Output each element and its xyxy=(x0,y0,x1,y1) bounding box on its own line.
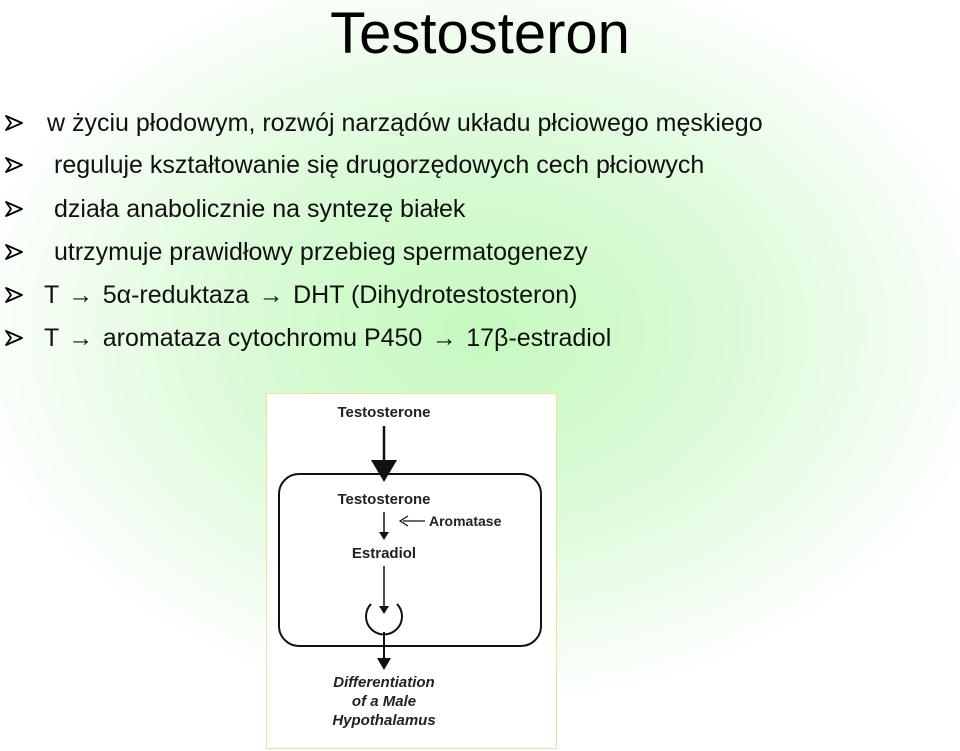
pathway-arrow-icon: → xyxy=(68,324,94,352)
receptor-arrow-head-icon xyxy=(379,606,389,614)
arrowhead-bullet-icon xyxy=(5,287,23,303)
bullet-item: w życiu płodowym, rozwój narządów układu… xyxy=(0,102,960,144)
bullet-text: reguluje kształtowanie się drugorzędowyc… xyxy=(54,151,705,179)
bullet-item: T → 5α-reduktaza → DHT (Dihydrotestoster… xyxy=(0,274,960,316)
bullet-text: w życiu płodowym, rozwój narządów układu… xyxy=(47,109,763,137)
pathway-enzyme: 5α-reduktaza xyxy=(102,281,250,309)
diagram-canvas: Testosterone Testosterone Aromatase Estr… xyxy=(278,404,542,729)
bullet-text: T → 5α-reduktaza → DHT (Dihydrotestoster… xyxy=(44,274,577,316)
diagram-enzyme-label: Aromatase xyxy=(429,513,502,529)
bullet-item: utrzymuje prawidłowy przebieg spermatoge… xyxy=(0,231,960,273)
pathway-substrate: T xyxy=(44,324,59,352)
bullet-item: reguluje kształtowanie się drugorzędowyc… xyxy=(0,144,960,186)
slide-title: Testosteron xyxy=(330,1,630,66)
exit-arrow-head-icon xyxy=(377,658,391,670)
arrowhead-bullet-icon xyxy=(5,201,23,217)
diagram-outcome-line: of a Male xyxy=(352,693,416,710)
diagram-top-label: Testosterone xyxy=(337,404,430,421)
pathway-arrow-icon: → xyxy=(68,281,94,309)
bullet-text: działa anabolicznie na syntezę białek xyxy=(54,195,466,223)
enzyme-arrow-head-icon xyxy=(398,515,409,527)
arrowhead-bullet-icon xyxy=(5,115,23,131)
aromatase-diagram: Testosterone Testosterone Aromatase Estr… xyxy=(266,393,557,749)
pathway-arrow-icon: → xyxy=(258,281,284,309)
pathway-enzyme: aromataza cytochromu P450 xyxy=(102,324,423,352)
entry-arrow-head-icon xyxy=(371,460,397,482)
bullet-item: T → aromataza cytochromu P450 → 17β-estr… xyxy=(0,317,960,359)
pathway-substrate: T xyxy=(44,281,59,309)
bullet-text: utrzymuje prawidłowy przebieg spermatoge… xyxy=(54,238,588,266)
pathway-product: DHT (Dihydrotestosteron) xyxy=(293,281,578,309)
diagram-outcome-line: Hypothalamus xyxy=(332,712,435,729)
bullet-item: działa anabolicznie na syntezę białek xyxy=(0,188,960,230)
pathway-arrow-icon: → xyxy=(431,324,457,352)
arrowhead-bullet-icon xyxy=(5,244,23,260)
arrowhead-bullet-icon xyxy=(5,330,23,346)
diagram-cell-label: Testosterone xyxy=(337,491,430,508)
diagram-outcome-line: Differentiation xyxy=(333,674,434,691)
bullet-text: T → aromataza cytochromu P450 → 17β-estr… xyxy=(44,317,611,359)
pathway-product: 17β-estradiol xyxy=(466,324,612,352)
cell-outline xyxy=(278,473,542,647)
conversion-arrow-head-icon xyxy=(379,532,389,540)
arrowhead-bullet-icon xyxy=(5,157,23,173)
diagram-product-label: Estradiol xyxy=(352,545,416,562)
